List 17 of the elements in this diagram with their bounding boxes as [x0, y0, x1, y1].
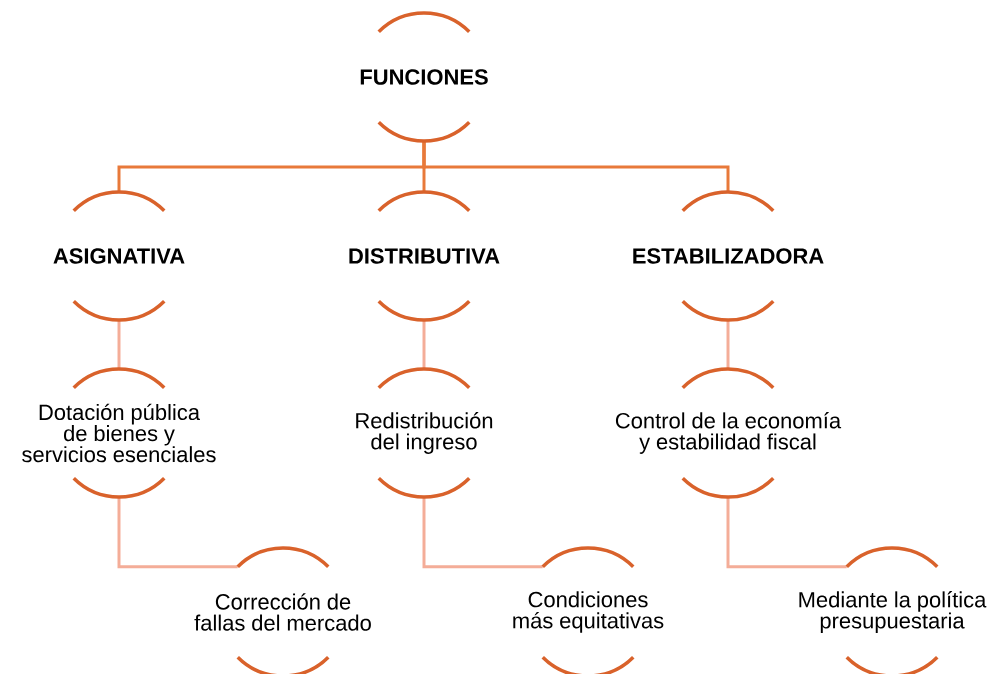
arc-node: ESTABILIZADORA	[633, 190, 824, 322]
arc-node: DISTRIBUTIVA	[349, 190, 500, 322]
connector-line	[117, 320, 121, 369]
connector-line	[117, 497, 238, 569]
arc-node: FUNCIONES	[360, 11, 488, 143]
arc-node: Corrección de fallas del mercado	[194, 546, 371, 674]
arc-node: Dotación pública de bienes y servicios esenciales	[22, 367, 216, 499]
connector-line	[726, 497, 847, 569]
arc-node: Control de la economía y estabilidad fiscal	[615, 367, 842, 499]
arc-node: Redistribución del ingreso	[356, 367, 493, 499]
connector-line	[422, 497, 543, 569]
connector-line	[726, 320, 730, 369]
connector-line	[422, 320, 426, 369]
arc-node: Mediante la política presupuestaria	[799, 546, 987, 674]
connector-line	[422, 141, 730, 192]
arc-node: ASIGNATIVA	[53, 190, 185, 322]
arc-node: Condiciones más equitativas	[513, 546, 664, 674]
